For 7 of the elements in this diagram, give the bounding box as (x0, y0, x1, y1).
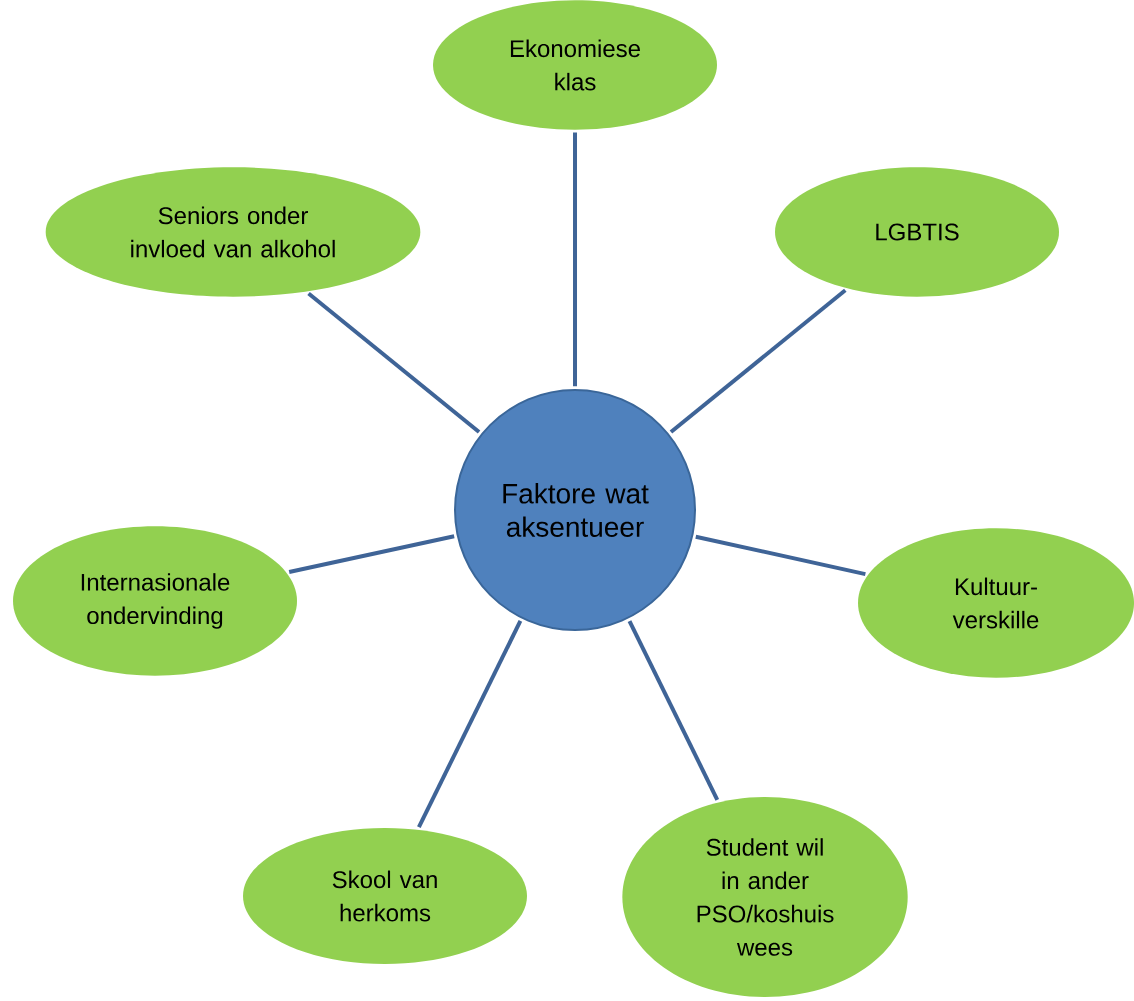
connector-line (695, 534, 866, 577)
connector-line (307, 291, 481, 434)
connector-line (627, 620, 720, 801)
connector-line (288, 534, 455, 574)
connector-line (417, 620, 523, 829)
connector-line (573, 132, 577, 387)
connector-line (669, 288, 847, 434)
